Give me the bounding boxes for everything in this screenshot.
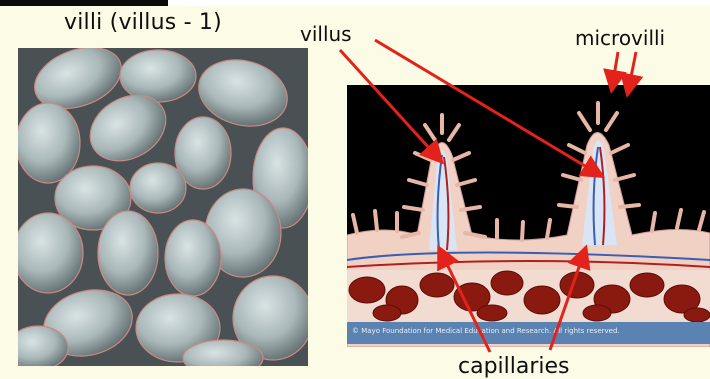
capillaries-arrow-left: [440, 250, 490, 352]
microvilli-arrow-left: [612, 52, 618, 88]
villus-arrow-right: [375, 40, 600, 175]
microvilli-arrow-right: [628, 52, 636, 92]
capillaries-arrow-right: [550, 250, 585, 350]
villus-arrow-left: [340, 50, 440, 160]
